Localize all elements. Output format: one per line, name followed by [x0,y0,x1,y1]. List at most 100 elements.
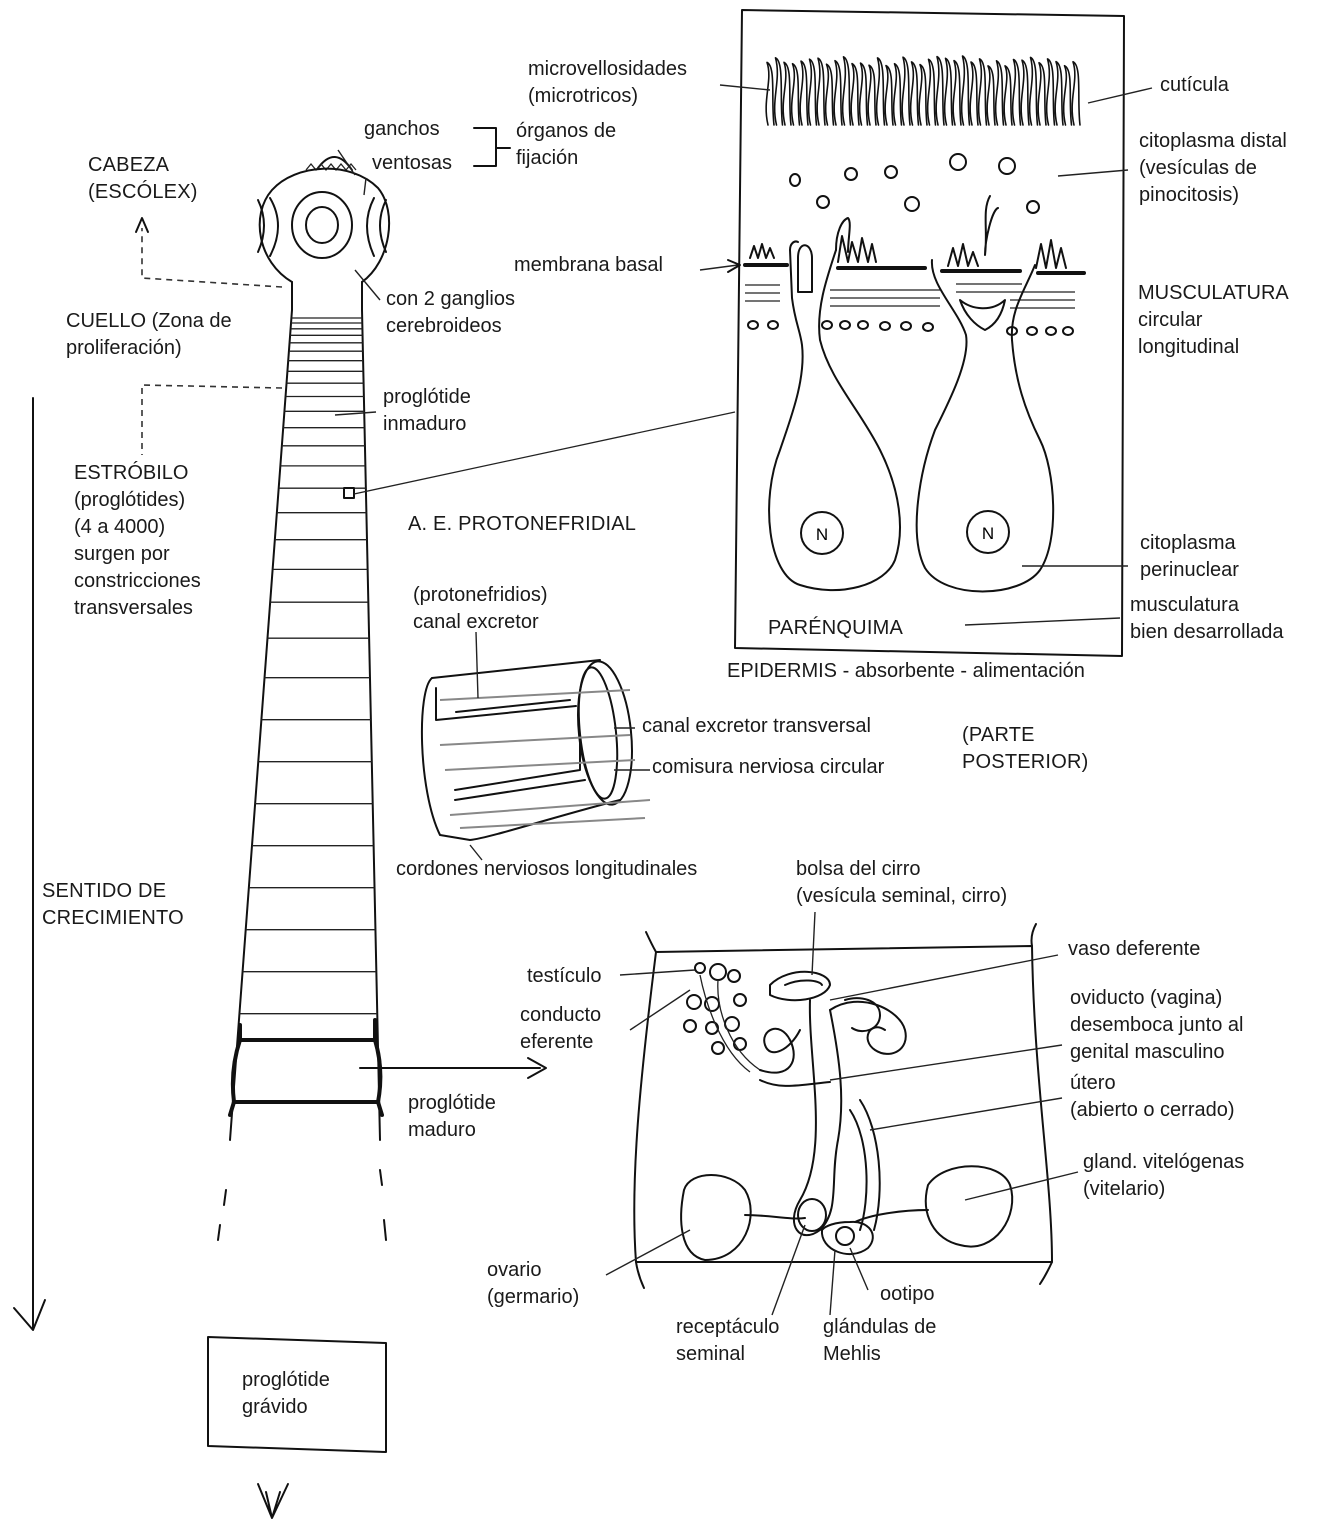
strobila [218,282,386,1240]
microvillus [1038,63,1046,125]
label-gravido: proglótide grávido [242,1367,330,1421]
label-ventosas: ventosas [372,150,452,177]
label-citoplasma-distal: citoplasma distal (vesículas de pinocito… [1139,128,1287,209]
label-canal-transversal: canal excretor transversal [642,713,871,740]
label-cuticula: cutícula [1160,72,1229,99]
label-receptaculo-line1: receptáculo [676,1314,779,1341]
protonephridial-diagram [422,632,650,860]
label-mehlis-line2: Mehlis [823,1341,936,1368]
microvillus [868,65,876,125]
label-citoplasma-distal-line2: (vesículas de [1139,155,1287,182]
label-maduro: proglótide maduro [408,1090,496,1144]
label-organos-line1: órganos de [516,118,616,145]
label-estrobilo-line6: transversales [74,595,201,622]
microvillus [834,61,842,125]
label-microvellosidades-line1: microvellosidades [528,56,687,83]
ovary-left [681,1175,751,1260]
label-musculatura: MUSCULATURA circular longitudinal [1138,280,1289,361]
label-vitelogenas: gland. vitelógenas (vitelario) [1083,1149,1244,1203]
uterus [850,1100,880,1230]
uterus-coil [830,1002,906,1054]
microvillus [996,61,1004,125]
microvillus [860,63,868,125]
microvillus [902,57,910,125]
microvilli [766,56,1080,125]
label-citoplasma-perinuclear-line2: perinuclear [1140,557,1239,584]
microvillus [962,56,970,125]
sucker-right [380,200,386,252]
label-receptaculo-line2: seminal [676,1341,779,1368]
microvillus [826,64,834,125]
microvillus [928,59,936,125]
label-bolsa-cirro: bolsa del cirro (vesícula seminal, cirro… [796,856,1007,910]
microvillus [1013,60,1021,126]
sucker-center [292,192,352,258]
label-musculatura-line1: MUSCULATURA [1138,280,1289,307]
label-ootipo: ootipo [880,1281,935,1308]
label-ovario-line2: (germario) [487,1284,579,1311]
label-parte-posterior: (PARTE POSTERIOR) [962,722,1088,776]
label-microvellosidades-line2: (microtricos) [528,83,687,110]
microvillus [1064,66,1072,125]
label-oviducto-line2: desemboca junto al [1070,1012,1243,1039]
label-cabeza-line1: CABEZA [88,152,198,179]
ootype [836,1227,854,1245]
label-sentido-line1: SENTIDO DE [42,878,184,905]
label-parenquima: PARÉNQUIMA [768,615,903,642]
vas-deferens-coil [760,1029,800,1073]
label-testiculo: testículo [527,963,601,990]
microvillus [945,58,953,125]
microvillus [792,64,800,125]
label-oviducto-line1: oviducto (vagina) [1070,985,1243,1012]
epidermis-box [735,10,1124,656]
segment-lines [239,318,377,1014]
gravid-arrow [258,1484,288,1518]
label-microvellosidades: microvellosidades (microtricos) [528,56,687,110]
label-organos-fijacion: órganos de fijación [516,118,616,172]
label-citoplasma-distal-line1: citoplasma distal [1139,128,1287,155]
strobila-left-edge [230,282,292,1140]
microvillus [766,62,774,125]
label-musculatura-des-line2: bien desarrollada [1130,619,1283,646]
nucleus-2-letter: N [982,524,994,543]
label-musculatura-line2: circular [1138,307,1289,334]
label-citoplasma-distal-line3: pinocitosis) [1139,182,1287,209]
label-inmaduro: proglótide inmaduro [383,384,471,438]
label-citoplasma-perinuclear: citoplasma perinuclear [1140,530,1239,584]
label-epidermis: EPIDERMIS - absorbente - alimentación [727,658,1085,685]
nucleus-1-letter: N [816,525,828,544]
microvillus [1055,62,1063,125]
excretory-canal-lower [455,740,580,790]
label-cuello-line2: proliferación) [66,335,232,362]
label-bolsa-cirro-line1: bolsa del cirro [796,856,1007,883]
label-conducto-eferente-line2: eferente [520,1029,601,1056]
label-parte-posterior-line1: (PARTE [962,722,1088,749]
label-cabeza-line2: (ESCÓLEX) [88,179,198,206]
microvillus [783,62,791,125]
label-vitelogenas-line1: gland. vitelógenas [1083,1149,1244,1176]
cirrus-pouch [770,972,830,1000]
label-gravido-line1: proglótide [242,1367,330,1394]
label-citoplasma-perinuclear-line1: citoplasma [1140,530,1239,557]
microvillus [1030,57,1038,125]
label-mehlis-line1: glándulas de [823,1314,936,1341]
microvillus [809,59,817,125]
label-vaso-deferente: vaso deferente [1068,936,1200,963]
mature-proglottid-outline [233,1040,381,1102]
microvillus [775,58,783,125]
label-canal-excretor-line1: (protonefridios) [413,582,548,609]
label-mehlis: glándulas de Mehlis [823,1314,936,1368]
label-bolsa-cirro-line2: (vesícula seminal, cirro) [796,883,1007,910]
vitellarium-right [926,1166,1012,1246]
microvillus [877,58,885,125]
label-estrobilo: ESTRÓBILO (proglótides) (4 a 4000) surge… [74,460,201,622]
label-cordones: cordones nerviosos longitudinales [396,856,697,883]
label-ganglios: con 2 ganglios cerebroideos [386,286,515,340]
label-sentido: SENTIDO DE CRECIMIENTO [42,878,184,932]
label-cuello-line1: CUELLO (Zona de [66,308,232,335]
label-estrobilo-line4: surgen por [74,541,201,568]
microvillus [885,66,893,125]
label-musculatura-line3: longitudinal [1138,334,1289,361]
label-receptaculo: receptáculo seminal [676,1314,779,1368]
